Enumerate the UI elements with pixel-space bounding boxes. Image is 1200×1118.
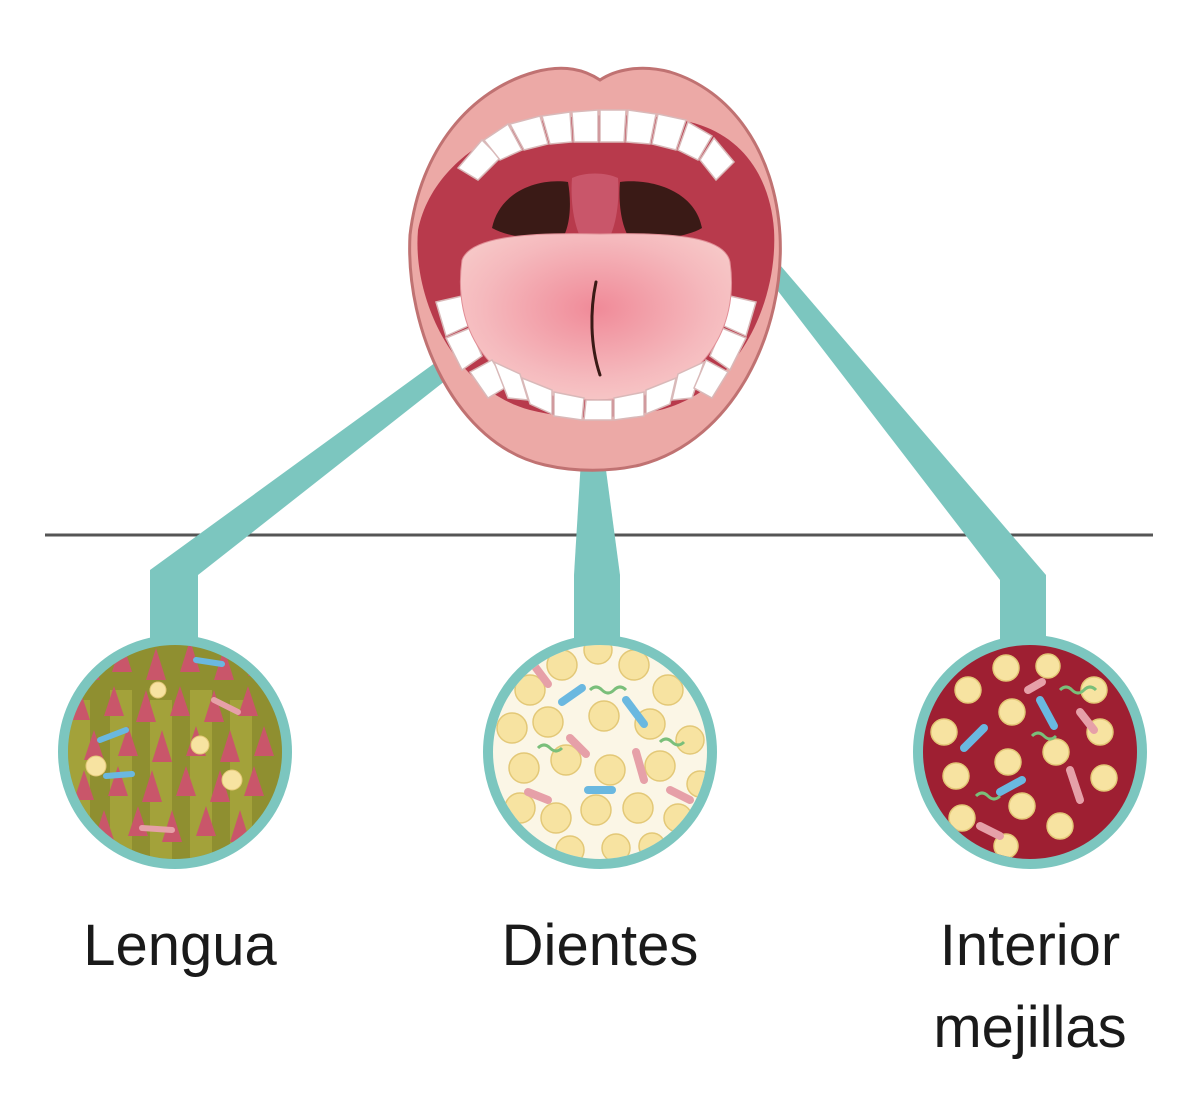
teeth-microbiome-circle bbox=[483, 635, 717, 869]
tongue-microbiome-circle bbox=[58, 635, 292, 869]
lower-teeth bbox=[468, 358, 730, 421]
uvula bbox=[571, 173, 619, 249]
throat-right bbox=[619, 181, 702, 242]
label-tongue: Lengua bbox=[83, 913, 277, 978]
tongue-midline bbox=[590, 280, 602, 377]
connector-cheeks bbox=[747, 240, 1046, 640]
mouth-illustration bbox=[408, 66, 782, 472]
label-teeth: Dientes bbox=[501, 913, 699, 978]
label-cheeks-line1: Interior bbox=[939, 913, 1121, 978]
label-cheeks: Interior mejillas bbox=[880, 905, 1180, 1070]
cheeks-microbiome-circle bbox=[913, 635, 1147, 869]
throat-left bbox=[492, 181, 570, 242]
upper-teeth bbox=[456, 109, 736, 182]
label-cheeks-line2: mejillas bbox=[933, 995, 1127, 1061]
